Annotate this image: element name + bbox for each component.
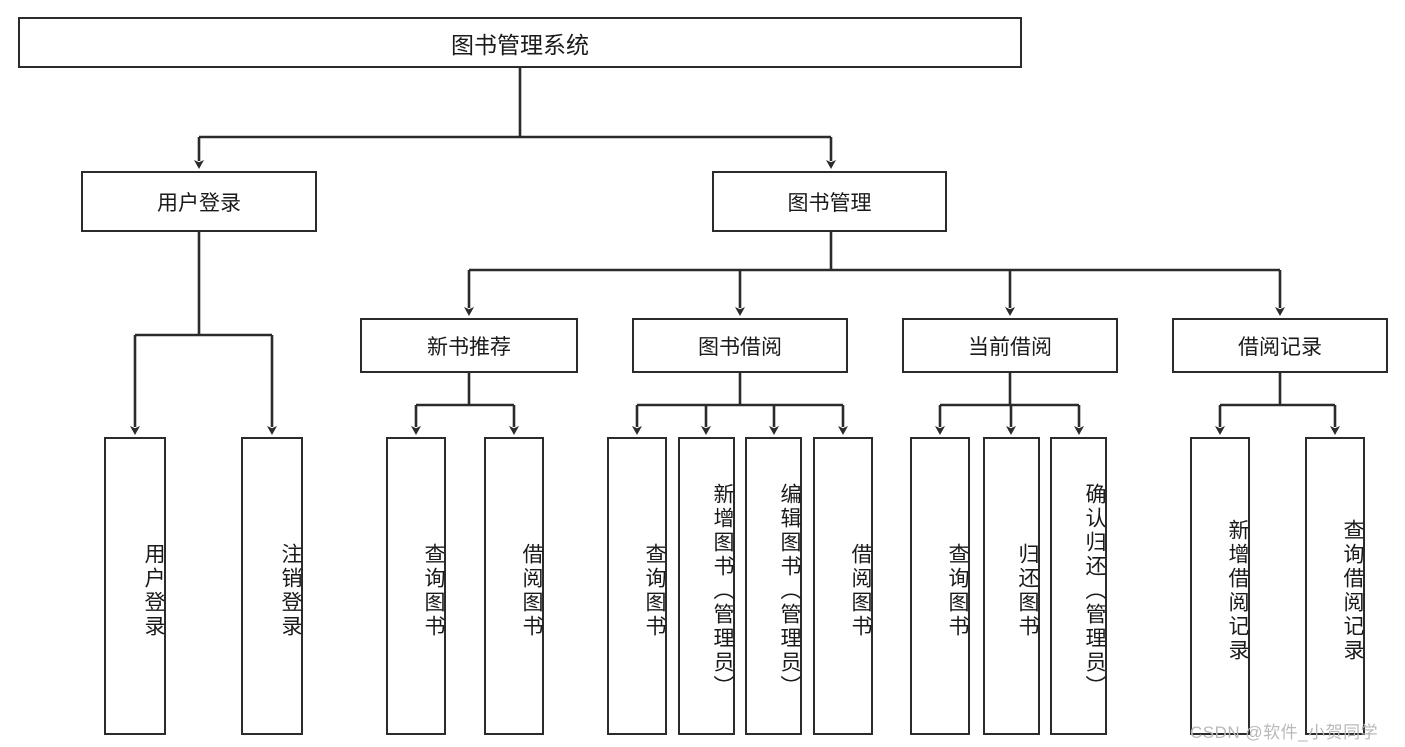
leaf-query-borrow-record[interactable]: 查询借阅记录 xyxy=(1305,437,1365,735)
node-book-management[interactable]: 图书管理 xyxy=(712,171,947,232)
node-book-borrow-label: 图书借阅 xyxy=(698,335,782,359)
leaf-newbook-borrow-book[interactable]: 借阅图书 xyxy=(484,437,544,735)
leaf-borrow-book-label: 借阅图书 xyxy=(849,543,872,639)
leaf-return-book[interactable]: 归还图书 xyxy=(983,437,1040,735)
leaf-user-login-label: 用户登录 xyxy=(142,543,165,639)
leaf-confirm-return-admin[interactable]: 确认归还（管理员） xyxy=(1050,437,1107,735)
leaf-borrow-query-book-label: 查询图书 xyxy=(643,543,666,639)
node-root[interactable]: 图书管理系统 xyxy=(18,17,1022,68)
leaf-newbook-query-book[interactable]: 查询图书 xyxy=(386,437,446,735)
leaf-query-borrow-record-label: 查询借阅记录 xyxy=(1341,519,1364,663)
leaf-borrow-query-book[interactable]: 查询图书 xyxy=(607,437,667,735)
node-current-borrow[interactable]: 当前借阅 xyxy=(902,318,1118,373)
leaf-borrow-book[interactable]: 借阅图书 xyxy=(813,437,873,735)
leaf-current-query-book[interactable]: 查询图书 xyxy=(910,437,970,735)
node-new-book-recommend[interactable]: 新书推荐 xyxy=(360,318,578,373)
leaf-add-borrow-record-label: 新增借阅记录 xyxy=(1226,519,1249,663)
leaf-return-book-label: 归还图书 xyxy=(1016,543,1039,639)
node-book-borrow[interactable]: 图书借阅 xyxy=(632,318,848,373)
node-user-login-label: 用户登录 xyxy=(157,191,241,215)
leaf-add-book-admin-label: 新增图书（管理员） xyxy=(711,483,734,699)
leaf-newbook-query-book-label: 查询图书 xyxy=(422,543,445,639)
leaf-logout[interactable]: 注销登录 xyxy=(241,437,303,735)
node-user-login[interactable]: 用户登录 xyxy=(81,171,317,232)
leaf-logout-label: 注销登录 xyxy=(279,543,302,639)
leaf-edit-book-admin-label: 编辑图书（管理员） xyxy=(778,483,801,699)
leaf-add-borrow-record[interactable]: 新增借阅记录 xyxy=(1190,437,1250,735)
node-new-book-recommend-label: 新书推荐 xyxy=(427,335,511,359)
csdn-watermark: CSDN @软件_小贺同学 xyxy=(1190,723,1379,742)
leaf-newbook-borrow-book-label: 借阅图书 xyxy=(520,543,543,639)
node-current-borrow-label: 当前借阅 xyxy=(968,335,1052,359)
node-root-label: 图书管理系统 xyxy=(451,31,589,58)
leaf-current-query-book-label: 查询图书 xyxy=(946,543,969,639)
node-book-management-label: 图书管理 xyxy=(787,191,872,215)
leaf-add-book-admin[interactable]: 新增图书（管理员） xyxy=(678,437,735,735)
leaf-edit-book-admin[interactable]: 编辑图书（管理员） xyxy=(745,437,802,735)
leaf-user-login[interactable]: 用户登录 xyxy=(104,437,166,735)
node-borrow-record-label: 借阅记录 xyxy=(1238,335,1322,359)
leaf-confirm-return-admin-label: 确认归还（管理员） xyxy=(1083,483,1106,699)
node-borrow-record[interactable]: 借阅记录 xyxy=(1172,318,1388,373)
